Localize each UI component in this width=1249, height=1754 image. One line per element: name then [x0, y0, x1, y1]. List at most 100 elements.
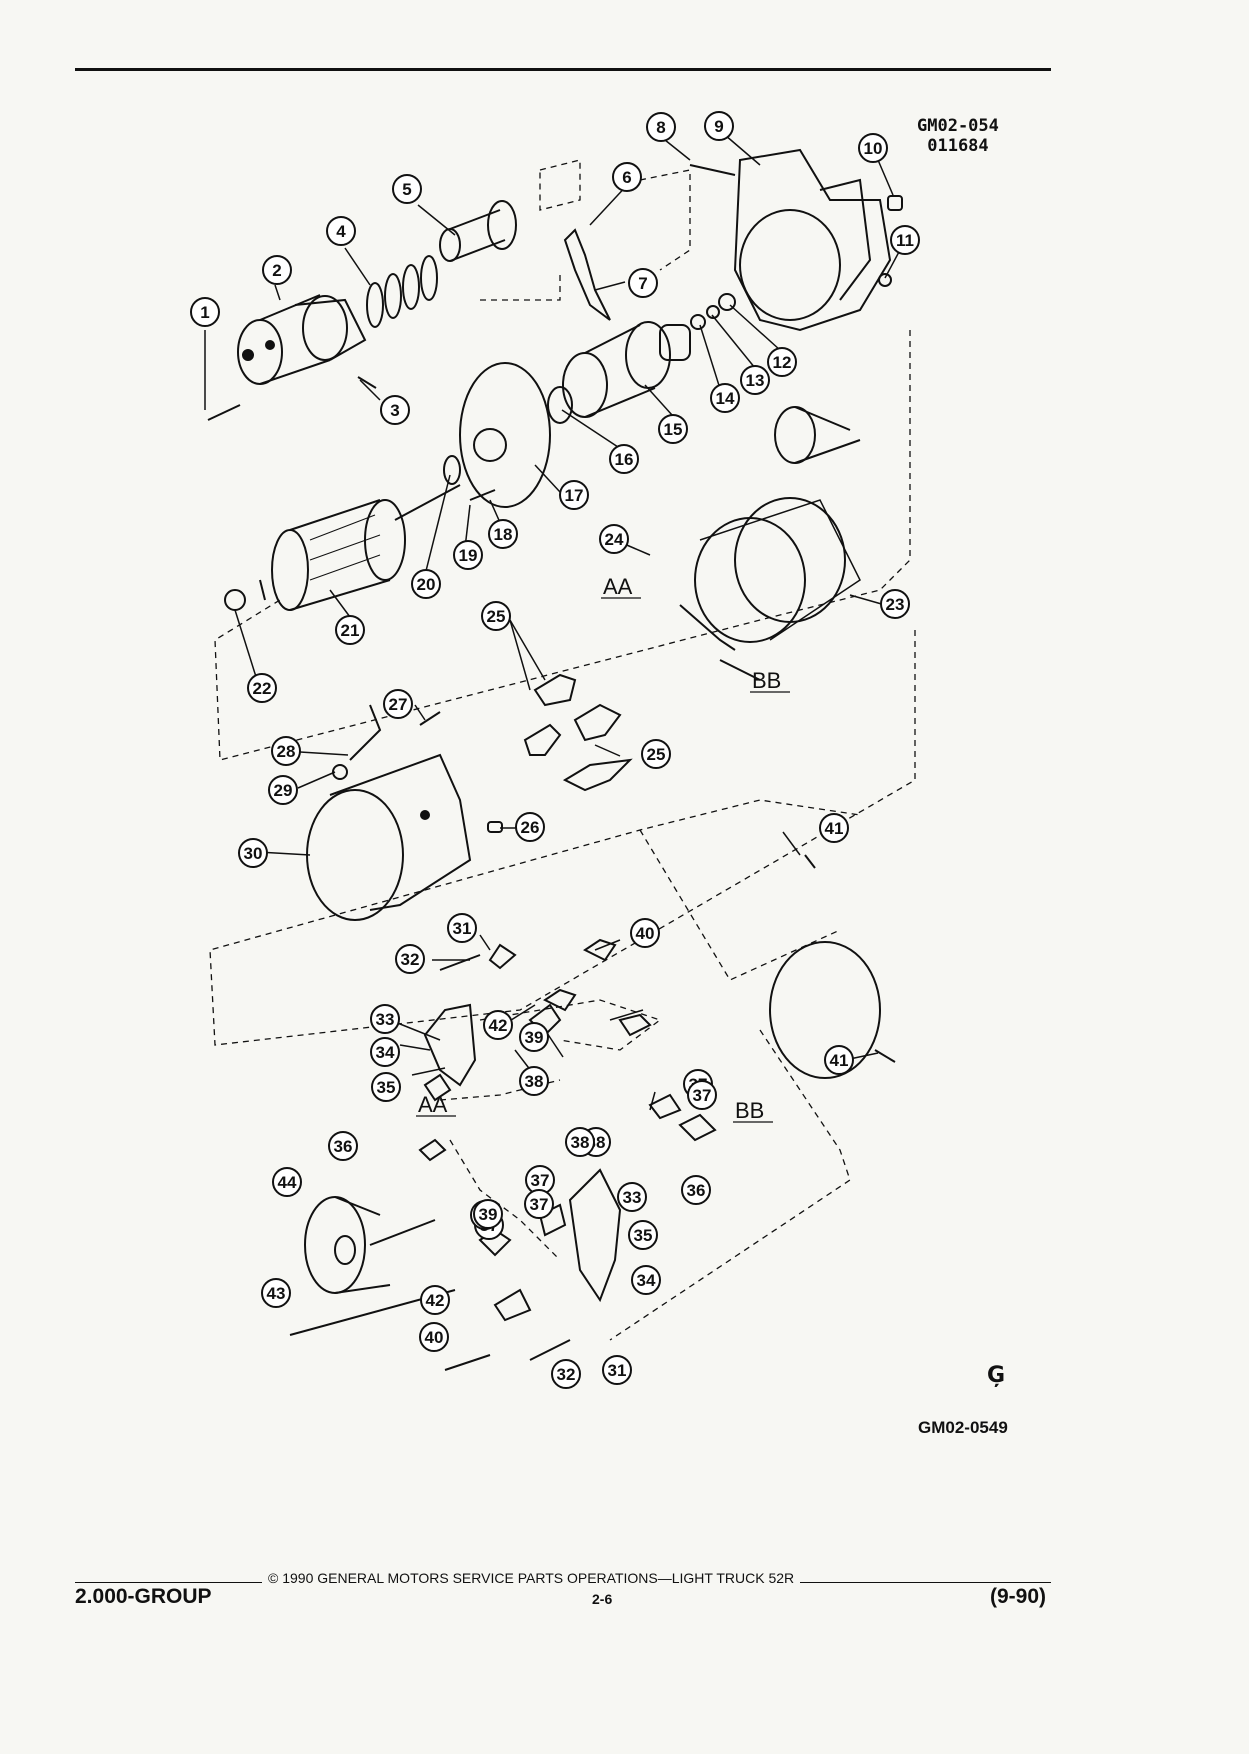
- callout-number: 20: [417, 575, 436, 594]
- solenoid-bolt: [207, 404, 241, 421]
- reference-label-group: AA BB AA BB: [416, 574, 790, 1123]
- armature: [259, 484, 461, 611]
- brush-holder-lower: [418, 1073, 717, 1322]
- starter-drive: [562, 321, 691, 418]
- callout-number: 32: [401, 950, 420, 969]
- callout-number: 37: [531, 1171, 550, 1190]
- callout-number: 4: [336, 222, 346, 241]
- retainer: [706, 305, 720, 319]
- callout-circle: [488, 519, 518, 549]
- callout-number: 36: [334, 1137, 353, 1156]
- callout-circle: [238, 838, 268, 868]
- callout-number: 10: [864, 139, 883, 158]
- callout-number: 16: [615, 450, 634, 469]
- callout-circle: [565, 1127, 595, 1157]
- callout-number: 27: [389, 695, 408, 714]
- callout-circle: [819, 813, 849, 843]
- callout-number: 38: [571, 1133, 590, 1152]
- callout-number: 8: [656, 118, 665, 137]
- callout-number: 22: [253, 679, 272, 698]
- callout-number: 5: [402, 180, 411, 199]
- callout-circle: [880, 589, 910, 619]
- snap-ring: [690, 314, 706, 330]
- reference-label: AA: [418, 1092, 448, 1117]
- center-bearing-plate: [459, 362, 551, 508]
- footer-date: (9-90): [990, 1585, 1047, 1608]
- reference-label: BB: [752, 668, 781, 693]
- callout-circle: [380, 395, 410, 425]
- callout-circle: [483, 1010, 513, 1040]
- callout-circle: [617, 1182, 647, 1212]
- callout-number: 6: [622, 168, 631, 187]
- reference-label: AA: [603, 574, 633, 599]
- callout-number: 25: [487, 607, 506, 626]
- callout-circle: [704, 111, 734, 141]
- callout-number: 36: [687, 1181, 706, 1200]
- collar: [547, 386, 573, 424]
- callout-circle: [824, 1045, 854, 1075]
- callout-number: 21: [341, 621, 360, 640]
- callout-number: 9: [714, 117, 723, 136]
- figure-id: GM02-054 011684: [917, 116, 999, 156]
- callout-number: 44: [278, 1173, 297, 1192]
- callout-number: 18: [494, 525, 513, 544]
- callout-number: 11: [896, 231, 914, 250]
- callout-number: 31: [608, 1361, 627, 1380]
- solenoid-screw: [357, 376, 377, 389]
- footer-group: 2.000-GROUP: [75, 1585, 212, 1608]
- callout-circle: [630, 918, 660, 948]
- callout-circle: [519, 1022, 549, 1052]
- figure-code: GM02-0549: [918, 1418, 1008, 1437]
- ring-screw-lower: [874, 1049, 896, 1063]
- callout-circle: [767, 347, 797, 377]
- callout-number: 19: [459, 546, 478, 565]
- callout-number: 41: [825, 819, 844, 838]
- callout-circle: [681, 1175, 711, 1205]
- plunger: [439, 200, 517, 262]
- callout-circle: [247, 673, 277, 703]
- callout-number: 2: [272, 261, 281, 280]
- callout-circle: [370, 1004, 400, 1034]
- callout-circle: [447, 913, 477, 943]
- callout-circle: [740, 365, 770, 395]
- callout-circle: [481, 601, 511, 631]
- housing-bolt: [689, 164, 736, 176]
- footer-copyright: © 1990 GENERAL MOTORS SERVICE PARTS OPER…: [262, 1570, 801, 1586]
- plunger-spring: [366, 255, 438, 328]
- callout-circle: [559, 480, 589, 510]
- callout-number: 34: [637, 1271, 656, 1290]
- callout-circle: [524, 1189, 554, 1219]
- callout-circle: [261, 1278, 291, 1308]
- callout-circle: [395, 944, 425, 974]
- callout-circle: [271, 736, 301, 766]
- field-coil-assembly: [679, 497, 861, 681]
- field-lead: [349, 704, 382, 761]
- ring-screw-upper: [804, 854, 816, 869]
- frame-screw: [419, 711, 441, 726]
- callout-circle: [628, 268, 658, 298]
- callout-number: 26: [521, 818, 540, 837]
- callout-number: 23: [886, 595, 905, 614]
- callout-circle: [628, 1220, 658, 1250]
- callout-number: 1: [200, 303, 209, 322]
- callout-circle: [515, 812, 545, 842]
- frame-ring: [769, 941, 881, 1079]
- thrust-washer: [718, 293, 736, 311]
- callout-number: 3: [390, 401, 399, 420]
- callout-circle: [710, 383, 740, 413]
- callout-circle: [646, 112, 676, 142]
- callout-number: 39: [479, 1205, 498, 1224]
- callout-number: 34: [376, 1043, 395, 1062]
- callout-number: 40: [636, 924, 655, 943]
- callout-number: 43: [267, 1284, 286, 1303]
- armature-washer: [224, 589, 246, 611]
- callout-circle: [658, 414, 688, 444]
- brush-screw: [444, 1354, 491, 1371]
- bearing: [443, 455, 461, 485]
- callout-circle: [519, 1066, 549, 1096]
- callout-number: 33: [376, 1010, 395, 1029]
- reference-label: BB: [735, 1098, 764, 1123]
- callout-number: 42: [489, 1016, 508, 1035]
